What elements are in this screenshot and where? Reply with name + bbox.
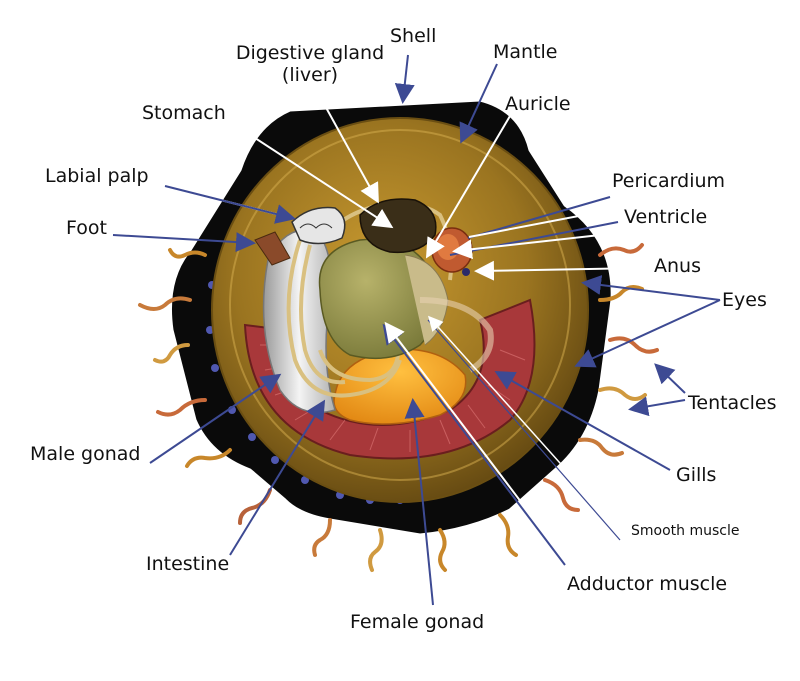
label-digestive-gland-line1: Digestive gland xyxy=(235,42,385,64)
label-labial-palp: Labial palp xyxy=(45,165,149,187)
label-female-gonad: Female gonad xyxy=(350,611,485,633)
ventricle-shape xyxy=(437,234,459,260)
label-adductor-muscle: Adductor muscle xyxy=(567,573,728,595)
label-pericardium: Pericardium xyxy=(612,170,726,192)
label-auricle: Auricle xyxy=(505,93,571,115)
label-mantle: Mantle xyxy=(493,41,558,63)
label-foot: Foot xyxy=(66,217,107,239)
label-intestine: Intestine xyxy=(146,553,230,575)
label-digestive-gland-line2: (liver) xyxy=(281,63,339,86)
label-digestive-gland: Digestive gland (liver) xyxy=(227,42,393,87)
leader-lines xyxy=(112,54,721,606)
label-tentacles: Tentacles xyxy=(688,392,777,414)
label-anus: Anus xyxy=(654,255,701,277)
tentacles-group xyxy=(138,243,659,572)
label-eyes: Eyes xyxy=(722,289,767,311)
label-ventricle: Ventricle xyxy=(624,206,708,228)
label-shell: Shell xyxy=(390,25,437,47)
label-stomach: Stomach xyxy=(142,102,226,124)
anus-shape xyxy=(462,268,470,276)
label-smooth-muscle: Smooth muscle xyxy=(631,523,740,539)
labial-palp-shape xyxy=(291,206,346,245)
label-male-gonad: Male gonad xyxy=(30,443,141,465)
label-gills: Gills xyxy=(676,464,717,486)
